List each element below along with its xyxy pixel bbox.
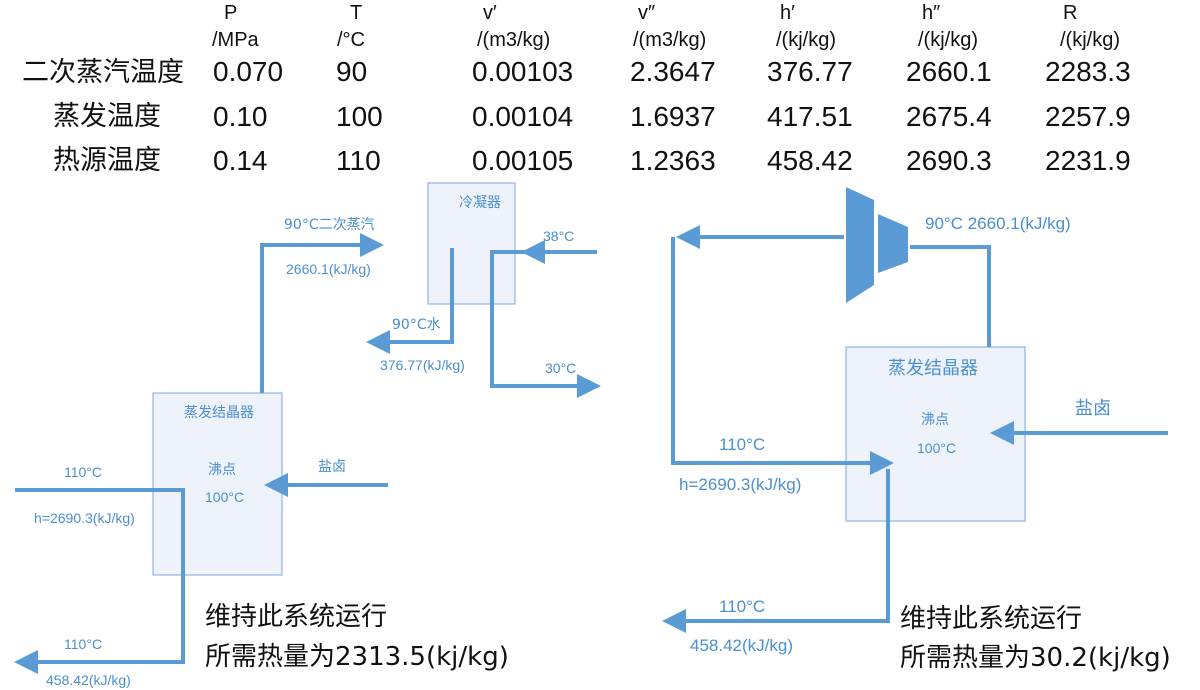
- table-cell: 2.3647: [630, 56, 716, 87]
- steam-enthalpy: 2660.1(kJ/kg): [286, 261, 371, 277]
- right-outlet-pipe: [662, 469, 890, 633]
- steam-label: 90°C二次蒸汽: [284, 217, 375, 233]
- table-cell: 1.2363: [630, 145, 716, 176]
- right-note-line2: 所需热量为30.2(kj/kg): [900, 643, 1171, 673]
- compressor-icon: [846, 187, 908, 303]
- table-cell: 2675.4: [906, 101, 992, 132]
- condenser-title: 冷凝器: [459, 195, 501, 211]
- table-cell: 90: [336, 56, 368, 87]
- left-heat-out-enthalpy: 458.42(kJ/kg): [46, 672, 131, 688]
- table-cell: 2231.9: [1045, 145, 1131, 176]
- left-note-line2: 所需热量为2313.5(kj/kg): [205, 642, 509, 672]
- right-note-line1: 维持此系统运行: [900, 604, 1083, 634]
- row-label: 蒸发温度: [53, 101, 161, 132]
- left-cooling-loop-pipe: [490, 250, 601, 398]
- left-heat-pipe: [14, 488, 185, 674]
- left-note-line1: 维持此系统运行: [205, 602, 388, 632]
- compressor-label: 90°C 2660.1(kJ/kg): [925, 214, 1071, 233]
- left-condenser-box: [427, 182, 516, 305]
- header-v2: v″: [638, 2, 656, 24]
- unit-h1: /(kj/kg): [776, 29, 836, 51]
- table-cell: 0.10: [213, 101, 268, 132]
- right-loop-pipe: [671, 237, 894, 475]
- right-brine-label: 盐卤: [1075, 398, 1111, 419]
- left-boil-temp: 100°C: [205, 489, 245, 505]
- water-enthalpy: 376.77(kJ/kg): [380, 357, 465, 373]
- header-h2: h″: [922, 2, 941, 24]
- table-cell: 0.070: [213, 56, 284, 87]
- right-pipes: [662, 225, 1168, 633]
- header-v1: v′: [483, 2, 497, 24]
- header-p: P: [224, 2, 238, 24]
- right-evaporator-title: 蒸发结晶器: [888, 358, 978, 379]
- table-cell: 100: [336, 101, 383, 132]
- row-label: 二次蒸汽温度: [22, 57, 184, 88]
- header-r: R: [1063, 2, 1078, 24]
- left-evaporator-box: [152, 392, 283, 576]
- left-boil-label: 沸点: [208, 462, 236, 478]
- left-pipes: [14, 233, 601, 674]
- left-condensate-pipe: [366, 248, 454, 354]
- left-steam-pipe: [260, 233, 384, 393]
- left-brine-label: 盐卤: [318, 459, 346, 475]
- right-heat-in-temp: 110°C: [719, 435, 766, 454]
- table-cell: 110: [336, 145, 381, 176]
- unit-r: /(kj/kg): [1060, 29, 1120, 51]
- left-heat-out-temp: 110°C: [64, 636, 103, 652]
- table-cell: 0.00105: [472, 145, 574, 176]
- water-label: 90°C水: [392, 317, 441, 333]
- right-heat-out-enthalpy: 458.42(kJ/kg): [690, 636, 793, 655]
- right-heat-in-enthalpy: h=2690.3(kJ/kg): [679, 475, 802, 494]
- table-cell: 0.14: [213, 145, 268, 176]
- left-heat-in-temp: 110°C: [64, 464, 103, 480]
- table-cell: 417.51: [767, 101, 853, 132]
- table-cell: 0.00103: [472, 56, 574, 87]
- header-h1: h′: [780, 2, 795, 24]
- unit-t: /°C: [337, 29, 365, 51]
- unit-h2: /(kj/kg): [918, 29, 978, 51]
- table-cell: 0.00104: [472, 101, 574, 132]
- right-vapor-pipe: [910, 245, 991, 347]
- unit-p: /MPa: [212, 29, 259, 51]
- right-boil-temp: 100°C: [917, 440, 957, 456]
- cooling-in-temp: 38°C: [543, 228, 575, 244]
- table-cell: 2257.9: [1045, 101, 1131, 132]
- table-cell: 376.77: [767, 56, 853, 87]
- table-cell: 1.6937: [630, 101, 716, 132]
- right-heat-out-temp: 110°C: [719, 597, 766, 616]
- table-cell: 458.42: [767, 145, 853, 176]
- right-boil-label: 沸点: [921, 412, 949, 428]
- table-cell: 2690.3: [906, 145, 992, 176]
- table-cell: 2283.3: [1045, 56, 1131, 87]
- left-evaporator-title: 蒸发结晶器: [184, 405, 254, 421]
- unit-v2: /(m3/kg): [633, 29, 707, 51]
- cooling-out-temp: 30°C: [545, 360, 577, 376]
- header-t: T: [350, 2, 363, 24]
- left-heat-in-enthalpy: h=2690.3(kJ/kg): [34, 510, 135, 526]
- unit-v1: /(m3/kg): [477, 29, 551, 51]
- row-label: 热源温度: [53, 145, 161, 176]
- table-cell: 2660.1: [906, 56, 992, 87]
